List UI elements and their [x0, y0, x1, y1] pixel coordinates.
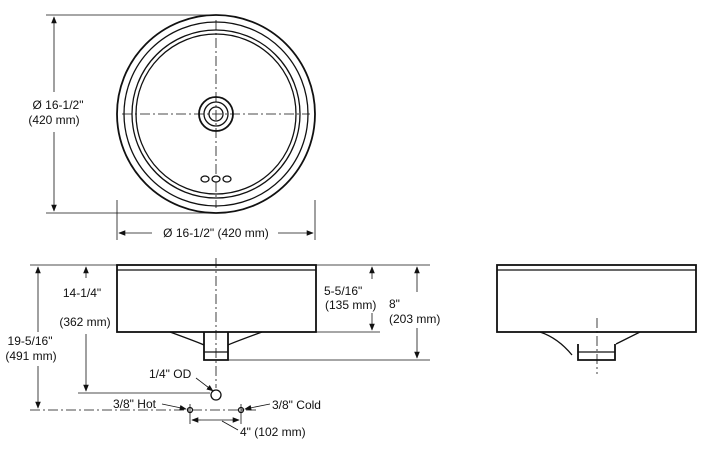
top-diameter-label: Ø 16-1/2": [33, 98, 84, 112]
side-underside-right: [615, 331, 641, 345]
drain-od-leader: [195, 377, 214, 392]
overflow-holes: [200, 175, 232, 183]
side-view: [496, 264, 697, 374]
overall-depth-label: 8": [389, 297, 400, 311]
front-view: 19-5/16" (491 mm) 14-1/4" (362 mm) 5-5/1…: [5, 258, 440, 439]
drain-height-metric-label: (362 mm): [59, 315, 110, 329]
total-height-label: 19-5/16": [8, 334, 53, 348]
supply-spacing-label: 4" (102 mm): [240, 425, 306, 439]
total-height-metric-label: (491 mm): [5, 349, 56, 363]
top-diameter-metric-label: (420 mm): [28, 113, 79, 127]
basin-body: [116, 264, 317, 333]
cold-supply-leader: [244, 403, 271, 411]
hot-supply-leader: [161, 403, 187, 411]
side-basin-body: [496, 264, 697, 333]
basin-underside: [169, 331, 263, 346]
side-underside-curve: [539, 331, 573, 356]
cold-supply-label: 3/8" Cold: [272, 398, 321, 412]
top-view: Ø 16-1/2" (420 mm) Ø 16-1/2" (420 mm): [28, 14, 316, 240]
overall-depth-metric-label: (203 mm): [389, 312, 440, 326]
bowl-depth-metric-label: (135 mm): [325, 298, 376, 312]
drain-height-label: 14-1/4": [63, 286, 101, 300]
spacing-leader: [221, 420, 239, 431]
bowl-depth-label: 5-5/16": [324, 284, 362, 298]
drain-outlet: [203, 332, 229, 361]
hot-supply-label: 3/8" Hot: [113, 397, 157, 411]
drain-od-label: 1/4" OD: [149, 367, 192, 381]
top-width-label: Ø 16-1/2" (420 mm): [163, 226, 269, 240]
basin-outer-rim: [116, 14, 316, 214]
drain-tailpiece-circle: [210, 389, 222, 401]
